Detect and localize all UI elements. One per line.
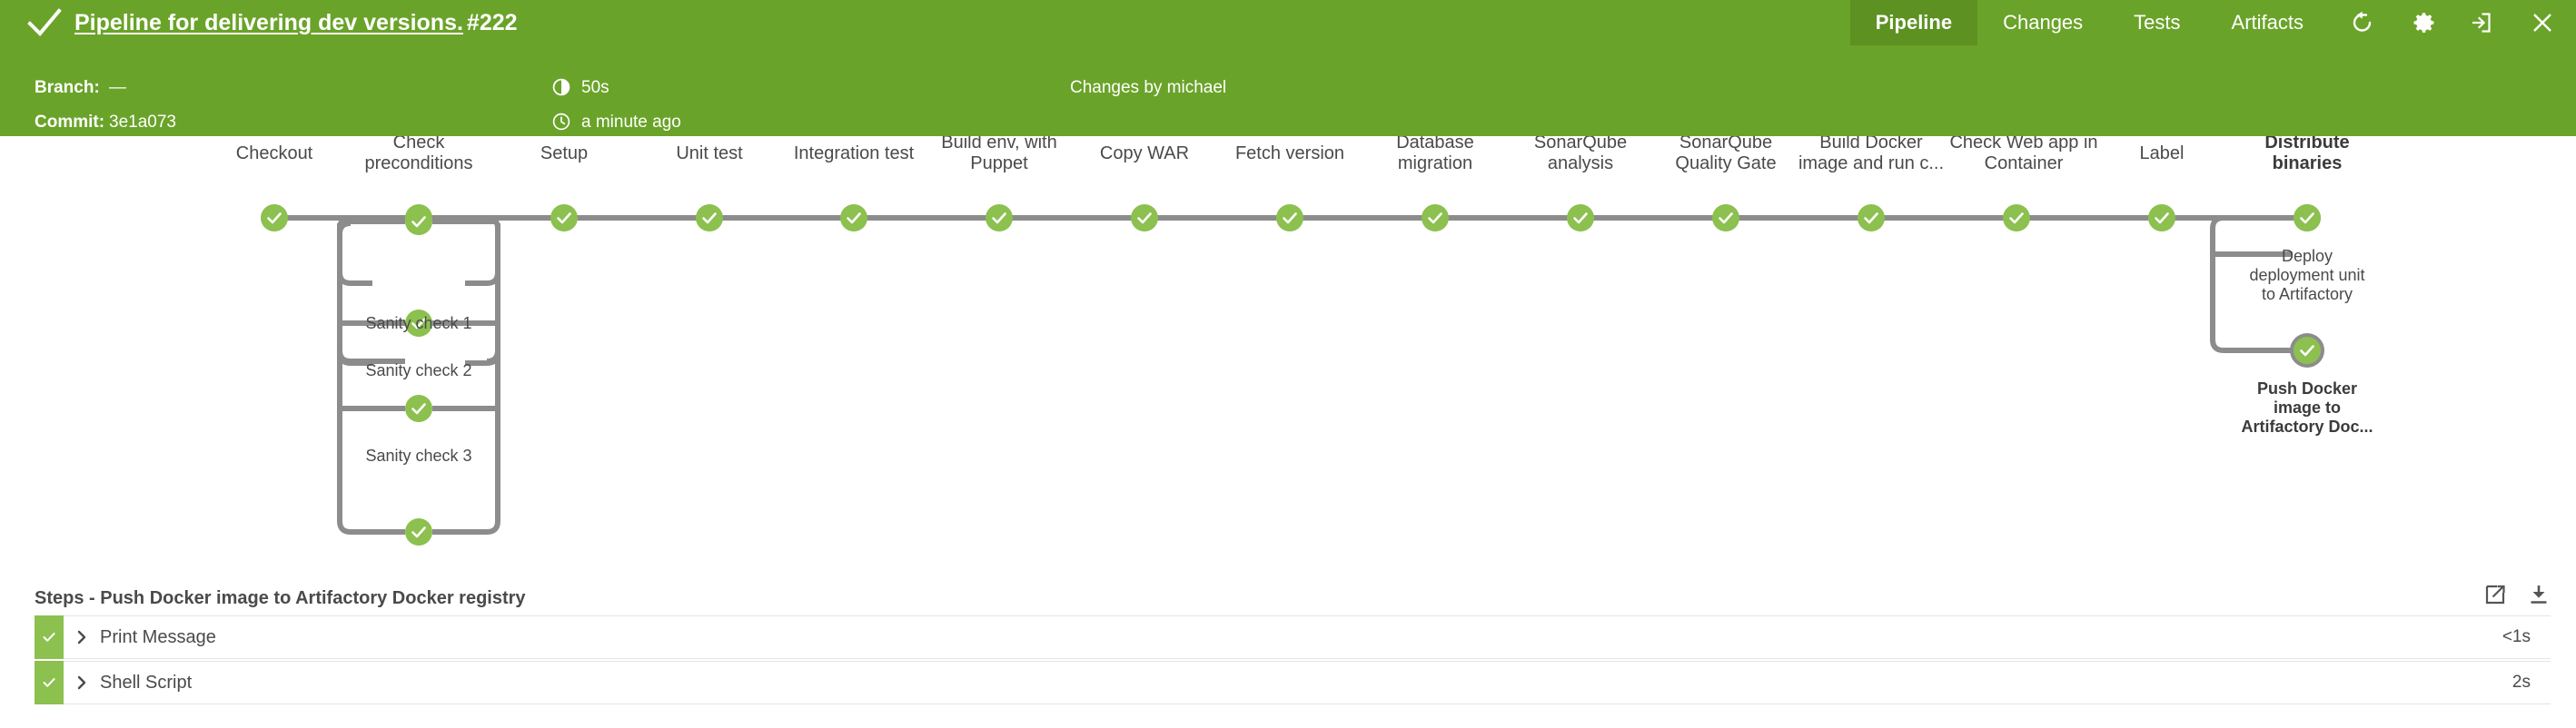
steps-panel: Steps - Push Docker image to Artifactory…	[0, 554, 2576, 728]
branch-node-deploy-deployment-unit[interactable]	[2292, 202, 2323, 233]
stage-node-build-docker-image[interactable]	[1856, 202, 1887, 233]
step-row-shell-script[interactable]: Shell Script 2s	[35, 661, 2551, 704]
stage-node-copy-war[interactable]	[1129, 202, 1160, 233]
branch-value: —	[109, 78, 126, 97]
stage-node-check-web-app-in-container[interactable]	[2001, 202, 2032, 233]
distribute-branch-nodes	[2290, 202, 2324, 368]
step-duration: 2s	[2512, 673, 2531, 692]
download-icon[interactable]	[2527, 583, 2551, 606]
open-in-new-window-icon[interactable]	[2483, 583, 2507, 606]
page-title: Pipeline for delivering dev versions.#22…	[74, 8, 518, 37]
tab-tests[interactable]: Tests	[2134, 11, 2181, 34]
stage-node-checkout[interactable]	[259, 202, 290, 233]
stage-node-setup[interactable]	[549, 202, 580, 233]
steps-actions	[2483, 583, 2551, 606]
branch-label-sanity-check-2: Sanity check 2	[365, 361, 472, 379]
step-status-success-icon	[35, 615, 64, 659]
stage-node-fetch-version[interactable]	[1274, 202, 1305, 233]
build-status-check-icon	[27, 7, 62, 38]
stage-node-database-migration[interactable]	[1420, 202, 1451, 233]
commit-value[interactable]: 3e1a073	[109, 113, 176, 132]
header-meta-bar: Branch: — Commit: 3e1a073 50s a minute a…	[0, 45, 2576, 136]
branch-label-sanity-check-1: Sanity check 1	[365, 314, 472, 332]
step-name: Print Message	[100, 626, 216, 647]
branch-label: Branch:	[35, 78, 100, 97]
branch-node-push-docker-image[interactable]	[2290, 333, 2324, 368]
step-name: Shell Script	[100, 672, 193, 693]
rerun-icon[interactable]	[2329, 0, 2396, 45]
branch-node-sanity-check-4[interactable]	[403, 516, 434, 547]
tab-artifacts[interactable]: Artifacts	[2231, 11, 2304, 34]
stage-node-sonarqube-analysis[interactable]	[1565, 202, 1596, 233]
stage-node-unit-test[interactable]	[694, 202, 725, 233]
pipeline-graph-svg	[259, 202, 2324, 547]
tab-changes[interactable]: Changes	[2003, 11, 2084, 34]
duration-value: 50s	[581, 78, 609, 97]
logout-icon[interactable]	[2452, 0, 2509, 45]
chevron-right-icon[interactable]	[64, 630, 100, 644]
branch-label-deploy-deployment-unit: Deploy deployment unit to Artifactory	[2249, 247, 2365, 303]
header-top-bar: Pipeline for delivering dev versions.#22…	[0, 0, 2576, 45]
stage-node-build-env-with-puppet[interactable]	[984, 202, 1015, 233]
branch-node-sanity-check-3[interactable]	[403, 393, 434, 424]
step-row-print-message[interactable]: Print Message <1s	[35, 615, 2551, 659]
tab-pipeline[interactable]: Pipeline	[1849, 0, 1978, 45]
stage-node-integration-test[interactable]	[838, 202, 869, 233]
commit-label: Commit:	[35, 113, 105, 132]
step-status-success-icon	[35, 661, 64, 704]
changes-by-label: Changes by michael	[1070, 78, 1227, 97]
close-icon[interactable]	[2509, 0, 2576, 45]
branch-node-sanity-check-1[interactable]	[403, 206, 434, 237]
gear-icon[interactable]	[2396, 0, 2452, 45]
pipeline-title-link[interactable]: Pipeline for delivering dev versions.	[74, 10, 463, 35]
steps-list: Print Message <1s Shell Script 2s	[35, 615, 2551, 706]
stage-node-label[interactable]	[2146, 202, 2177, 233]
stage-node-sonarqube-quality-gate[interactable]	[1710, 202, 1741, 233]
build-number: #222	[466, 10, 518, 35]
branch-label-sanity-check-3: Sanity check 3	[365, 447, 472, 465]
clock-icon	[552, 113, 570, 131]
stage-nodes	[259, 202, 2323, 233]
header-nav: Pipeline Changes Tests Artifacts	[1849, 0, 2576, 45]
pipeline-graph: Checkout Check preconditions Setup Unit …	[0, 136, 2576, 554]
step-duration: <1s	[2502, 627, 2531, 646]
relative-time-value: a minute ago	[581, 113, 681, 132]
steps-title: Steps - Push Docker image to Artifactory…	[35, 588, 526, 608]
branch-label-push-docker-image: Push Docker image to Artifactory Doc...	[2241, 379, 2373, 436]
chevron-right-icon[interactable]	[64, 675, 100, 690]
pipeline-header: Pipeline for delivering dev versions.#22…	[0, 0, 2576, 136]
stopwatch-icon	[552, 78, 570, 96]
